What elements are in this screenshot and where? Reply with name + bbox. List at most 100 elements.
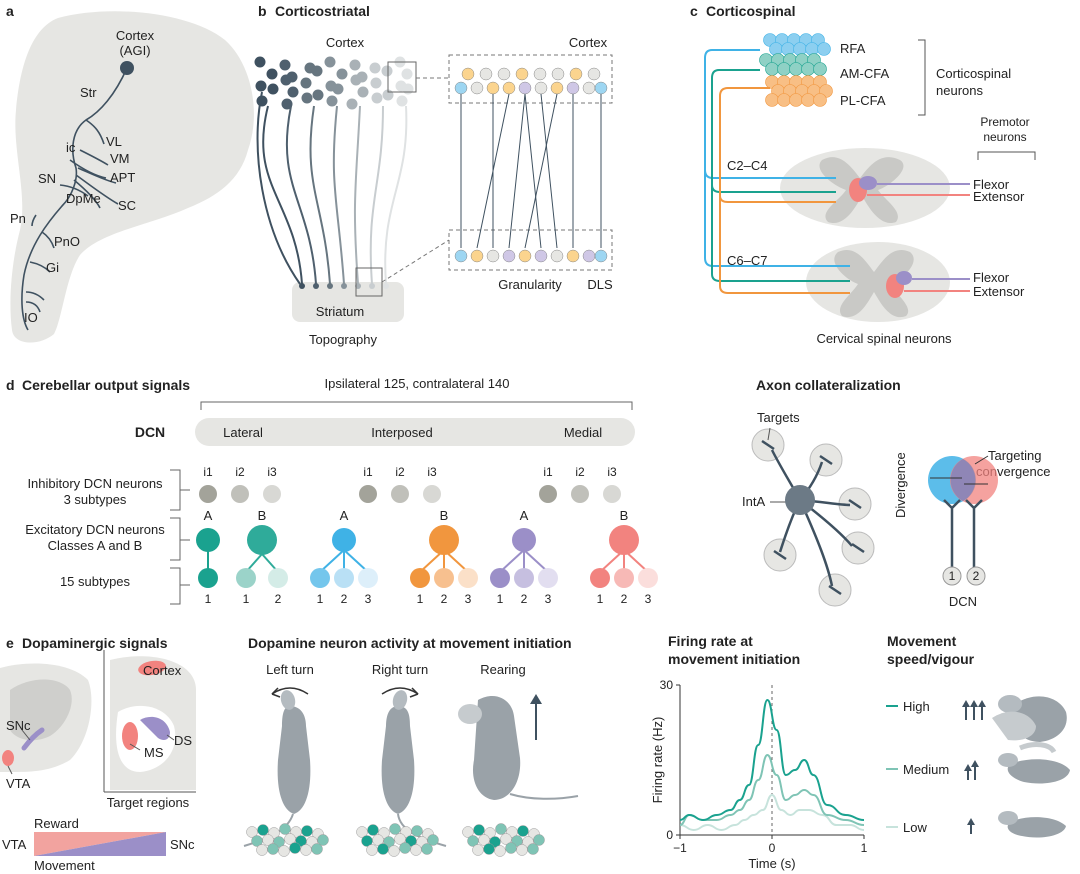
- topographic-axons: [256, 91, 408, 289]
- subtype-label: 1: [597, 592, 604, 606]
- subtype-neuron: [458, 568, 478, 588]
- striatum-zoom-cell: [518, 249, 532, 263]
- label-i3: i3: [427, 465, 437, 479]
- inta-soma: [785, 485, 815, 515]
- cortex-cell: [324, 56, 336, 68]
- label-extensor-c2c4: Extensor: [973, 189, 1025, 204]
- vigour-arrowhead: [971, 760, 979, 767]
- dcn-top-bracket: [200, 401, 633, 410]
- dopamine-neuron: [300, 844, 312, 856]
- premotor-neurons-c6c7: [886, 271, 970, 298]
- label-i2: i2: [395, 465, 405, 479]
- label-i1: i1: [203, 465, 213, 479]
- subtype-neuron: [310, 568, 330, 588]
- dopamine-neuron: [427, 834, 439, 846]
- series-line-low: [679, 793, 865, 832]
- label-extensor-c6c7: Extensor: [973, 284, 1025, 299]
- label-c2c4: C2–C4: [727, 158, 767, 173]
- dopamine-neuron: [505, 842, 517, 854]
- label-ic: ic: [66, 140, 76, 155]
- mouse-left-turn: [243, 687, 311, 847]
- panel-e: e Dopaminergic signals SNc VTA Cortex DS: [0, 633, 1070, 873]
- label-right-turn: Right turn: [372, 662, 428, 677]
- cortex-zoom-cell: [470, 81, 484, 95]
- cortex-zoom-cell: [533, 67, 547, 81]
- mouse-right-turn: [381, 687, 447, 847]
- agi-soma: [120, 61, 134, 75]
- cortex-cell: [402, 83, 414, 95]
- label-ds: DS: [174, 733, 192, 748]
- subtype-neuron: [614, 568, 634, 588]
- topographic-axon: [384, 105, 408, 285]
- dopamine-neuron: [317, 834, 329, 846]
- label-sn: SN: [38, 171, 56, 186]
- label-inta: IntA: [742, 494, 765, 509]
- label-corticospinal-neurons: neurons: [936, 83, 983, 98]
- label-i1: i1: [363, 465, 373, 479]
- subtype-neuron: [198, 568, 218, 588]
- mini-sagittal-brain: [0, 663, 92, 775]
- subtype-neuron: [490, 568, 510, 588]
- subtype-label: 1: [317, 592, 324, 606]
- dopamine-neuron: [421, 843, 433, 855]
- axon-collateralization-title: Axon collateralization: [756, 377, 901, 393]
- label-i3: i3: [267, 465, 277, 479]
- label-targets: Targets: [757, 410, 800, 425]
- label-apt: APT: [110, 170, 135, 185]
- premotor-neurons-c2c4: [849, 176, 970, 202]
- cortex-zoom-cell: [534, 81, 548, 95]
- striatum-zoom-cell: [582, 249, 596, 263]
- cortex-zoom-cell: [582, 81, 596, 95]
- x-tick-label: 0: [769, 841, 776, 855]
- cortex-cell: [370, 77, 382, 89]
- dopamine-neuron: [483, 843, 495, 855]
- inhibitory-dcn-neuron: [603, 485, 621, 503]
- label-class-b: B: [258, 508, 267, 523]
- inta-collateral-diagram: [751, 427, 875, 607]
- fr-title-2: movement initiation: [668, 651, 800, 667]
- label-class-b: B: [440, 508, 449, 523]
- dopamine-neuron: [246, 826, 258, 838]
- label-dcn-bottom: DCN: [949, 594, 977, 609]
- label-interposed: Interposed: [371, 425, 432, 440]
- label-str: Str: [80, 85, 97, 100]
- label-pno: PnO: [54, 234, 80, 249]
- cortex-cell: [350, 74, 362, 86]
- striatum-zoom-cell: [550, 249, 564, 263]
- corticospinal-neuron: [817, 42, 831, 56]
- dcn-link: [443, 549, 469, 573]
- subtype-neuron: [590, 568, 610, 588]
- fr-title-1: Firing rate at: [668, 633, 753, 649]
- reward-movement-gradient: [34, 832, 166, 856]
- cortex-zoom-cell: [486, 81, 500, 95]
- premotor-bracket: [977, 151, 1036, 160]
- label-divergence: Divergence: [893, 452, 908, 518]
- cortex-zoom-cell: [497, 67, 511, 81]
- label-pn: Pn: [10, 211, 26, 226]
- subtype-label: 3: [645, 592, 652, 606]
- cortex-zoom-cell: [594, 81, 608, 95]
- label-15-subtypes: 15 subtypes: [60, 574, 131, 589]
- panel-b-letter: b: [258, 3, 267, 19]
- striatum-zoom-cell: [566, 249, 580, 263]
- dopamine-neuron: [284, 833, 296, 845]
- synaptic-terminal: [761, 439, 775, 451]
- excitatory-class-a: [332, 528, 356, 552]
- subtype-neuron: [538, 568, 558, 588]
- label-sc: SC: [118, 198, 136, 213]
- subtype-label: 3: [545, 592, 552, 606]
- legend-low: Low: [903, 820, 927, 835]
- cortex-cell: [266, 68, 278, 80]
- label-flexor-c2c4: Flexor: [973, 177, 1010, 192]
- panel-c-title: Corticospinal: [706, 3, 795, 19]
- subtype-label: 2: [275, 592, 282, 606]
- subtype-label: 3: [365, 592, 372, 606]
- dcn-link: [319, 549, 345, 573]
- synaptic-terminal: [828, 584, 842, 596]
- subtype-label: 2: [341, 592, 348, 606]
- inhibitory-dcn-neuron: [263, 485, 281, 503]
- inhibitory-dcn-neuron: [391, 485, 409, 503]
- panel-d-letter: d: [6, 377, 15, 393]
- subtype-label: 1: [497, 592, 504, 606]
